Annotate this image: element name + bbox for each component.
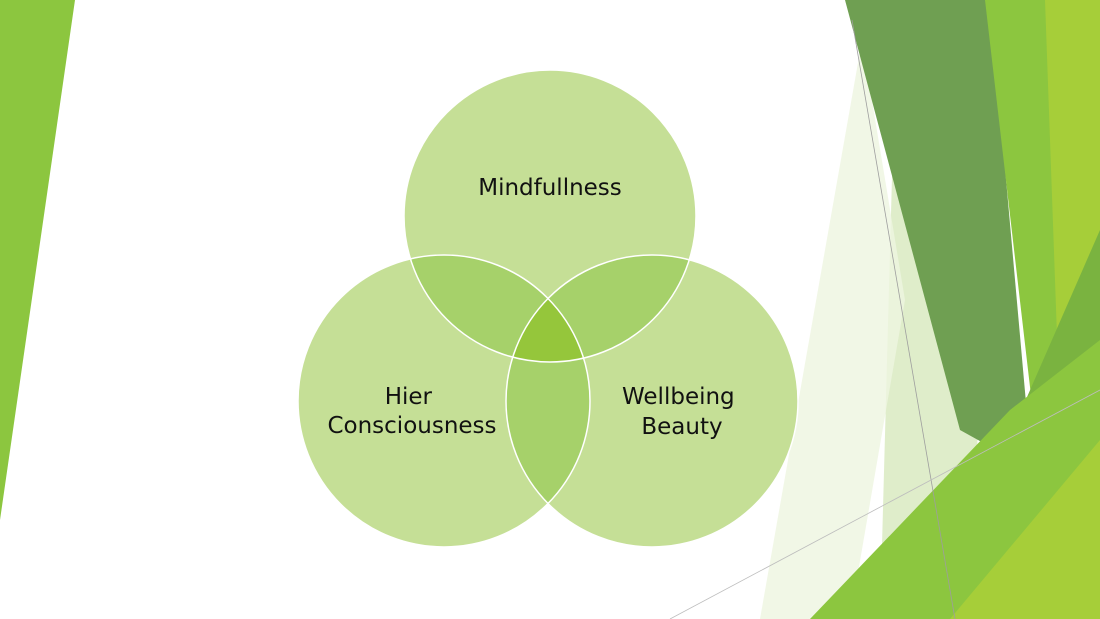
venn-outline-right — [505, 254, 799, 548]
venn-outline-left — [297, 254, 591, 548]
venn-label-top: Mindfullness — [478, 175, 622, 201]
venn-label-left-line-2: Consciousness — [327, 413, 496, 439]
venn-diagram: Mindfullness Hier Consciousness Wellbein… — [297, 69, 799, 548]
left-accent-shape — [0, 0, 75, 520]
venn-label-left: Hier Consciousness — [327, 384, 496, 439]
right-dark-shape — [845, 0, 1032, 470]
thin-line-1 — [851, 19, 956, 619]
venn-overlap-top-right — [506, 255, 696, 362]
thin-line-2 — [669, 389, 1100, 619]
venn-label-right-line-2: Beauty — [641, 414, 722, 440]
bottom-bright-shape — [950, 440, 1100, 619]
venn-label-right: Wellbeing Beauty — [622, 384, 742, 440]
right-bright-shape — [1045, 0, 1100, 560]
venn-label-top-line-1: Mindfullness — [478, 175, 622, 201]
venn-label-right-line-1: Wellbeing — [622, 384, 735, 410]
right-light-stripe-2 — [760, 40, 905, 619]
venn-label-left-line-1: Hier — [385, 384, 433, 410]
venn-overlap-top-left — [404, 255, 590, 362]
venn-outline-top — [403, 69, 697, 363]
right-decoration — [669, 0, 1100, 619]
